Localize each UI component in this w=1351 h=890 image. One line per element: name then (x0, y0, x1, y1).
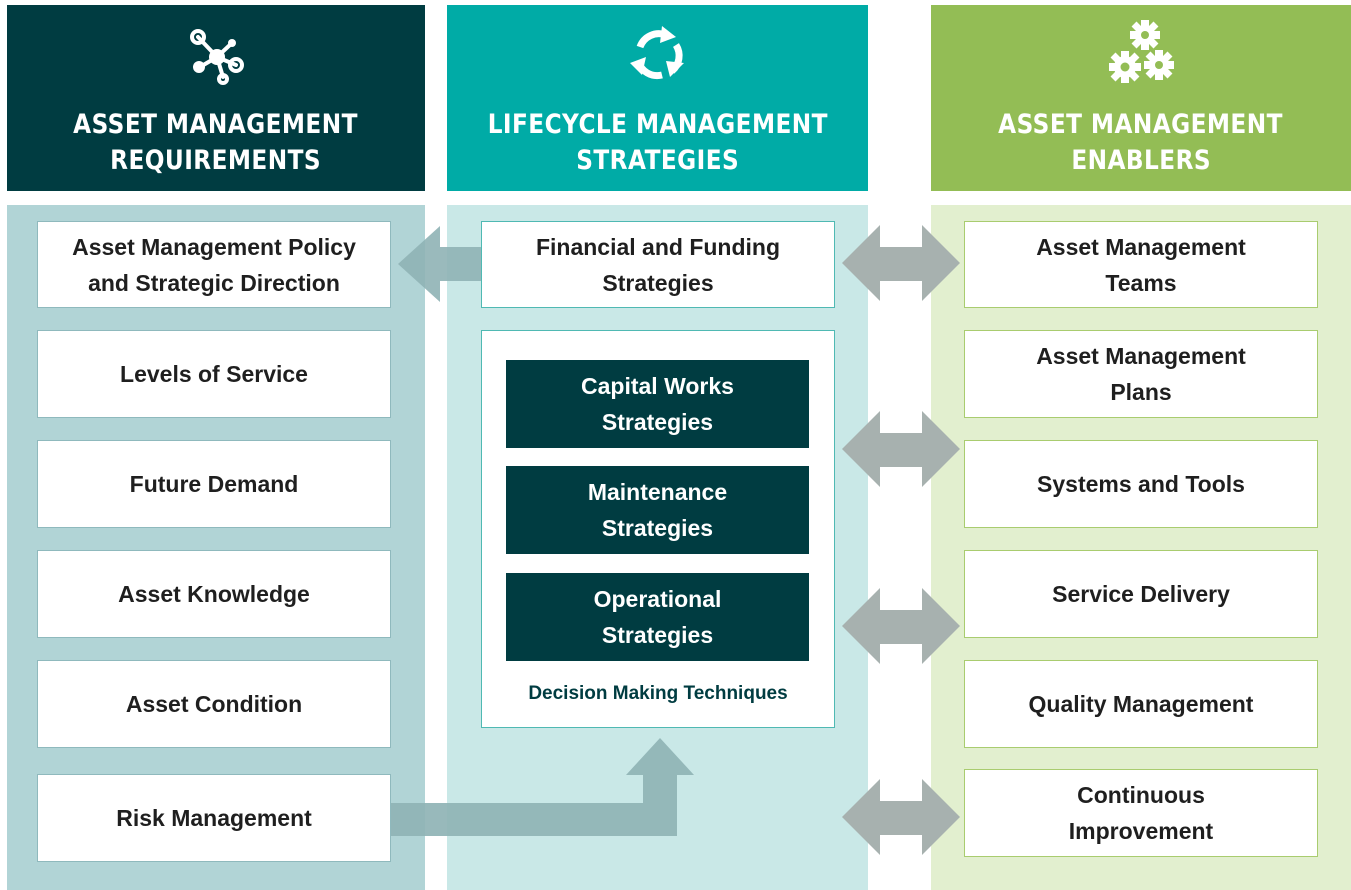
systems-double-arrow (842, 411, 960, 487)
strategies-title-line1: LIFECYCLE MANAGEMENT (487, 109, 828, 140)
gears-icon (1105, 19, 1177, 92)
financial-funding-box: Financial and Funding Strategies (481, 221, 835, 308)
enablers-title-line2: ENABLERS (1071, 145, 1211, 176)
strategy-box-maintenance: Maintenance Strategies (506, 466, 809, 554)
requirement-box-future-demand: Future Demand (37, 440, 391, 528)
strategy-label: Strategies (601, 515, 714, 541)
enabler-label: Quality Management (1028, 691, 1254, 717)
requirement-label: Levels of Service (120, 361, 308, 387)
strategy-box-capital-works: Capital Works Strategies (506, 360, 809, 448)
cycle-icon (626, 23, 690, 92)
financial-teams-double-arrow (842, 225, 960, 301)
strategy-label: Maintenance (587, 479, 728, 505)
enabler-label: Continuous (1077, 782, 1205, 808)
enabler-label: Improvement (1068, 818, 1214, 844)
enabler-box-service-delivery: Service Delivery (964, 550, 1318, 638)
enabler-label: Asset Management (1036, 233, 1246, 260)
enabler-box-plans: Asset Management Plans (964, 330, 1318, 418)
enabler-label: Plans (1110, 379, 1172, 405)
requirement-label: Future Demand (129, 471, 299, 497)
strategy-label: Strategies (601, 622, 714, 648)
enabler-box-quality-management: Quality Management (964, 660, 1318, 748)
network-icon (184, 23, 248, 92)
service-delivery-double-arrow (842, 588, 960, 664)
requirement-label: Asset Condition (125, 691, 303, 717)
strategy-box-operational: Operational Strategies (506, 573, 809, 661)
enabler-label: Teams (1105, 269, 1177, 296)
requirements-title-line2: REQUIREMENTS (110, 145, 322, 176)
requirements-title-line1: ASSET MANAGEMENT (73, 109, 359, 140)
decision-making-caption: Decision Making Techniques (528, 683, 788, 704)
strategies-header: LIFECYCLE MANAGEMENT STRATEGIES (447, 5, 868, 191)
requirements-header: ASSET MANAGEMENT REQUIREMENTS (7, 5, 425, 191)
requirement-box-asset-condition: Asset Condition (37, 660, 391, 748)
strategy-label: Capital Works (581, 373, 734, 399)
requirement-label: Asset Knowledge (118, 581, 310, 607)
requirement-label: Asset Management Policy (72, 233, 356, 260)
requirement-label: and Strategic Direction (88, 269, 340, 296)
enablers-header: ASSET MANAGEMENT ENABLERS (931, 5, 1351, 191)
continuous-improvement-double-arrow (842, 779, 960, 855)
requirement-box-policy: Asset Management Policy and Strategic Di… (37, 221, 391, 308)
requirement-box-asset-knowledge: Asset Knowledge (37, 550, 391, 638)
enabler-box-continuous-improvement: Continuous Improvement (964, 769, 1318, 857)
enabler-label: Service Delivery (1052, 581, 1230, 607)
requirement-box-levels-of-service: Levels of Service (37, 330, 391, 418)
financial-to-policy-arrow (398, 226, 482, 302)
enabler-label: Asset Management (1036, 343, 1246, 369)
enabler-label: Systems and Tools (1037, 471, 1245, 497)
strategy-label: Strategies (601, 409, 714, 435)
requirement-label: Risk Management (116, 805, 312, 831)
risk-to-decision-arrow (391, 738, 694, 836)
financial-label: Financial and Funding (535, 233, 781, 260)
financial-label: Strategies (602, 269, 714, 296)
strategies-title-line2: STRATEGIES (576, 145, 739, 176)
enabler-box-systems-tools: Systems and Tools (964, 440, 1318, 528)
strategy-label: Operational (593, 586, 722, 612)
enablers-title-line1: ASSET MANAGEMENT (998, 109, 1284, 140)
enabler-box-teams: Asset Management Teams (964, 221, 1318, 308)
requirement-box-risk-management: Risk Management (37, 774, 391, 862)
